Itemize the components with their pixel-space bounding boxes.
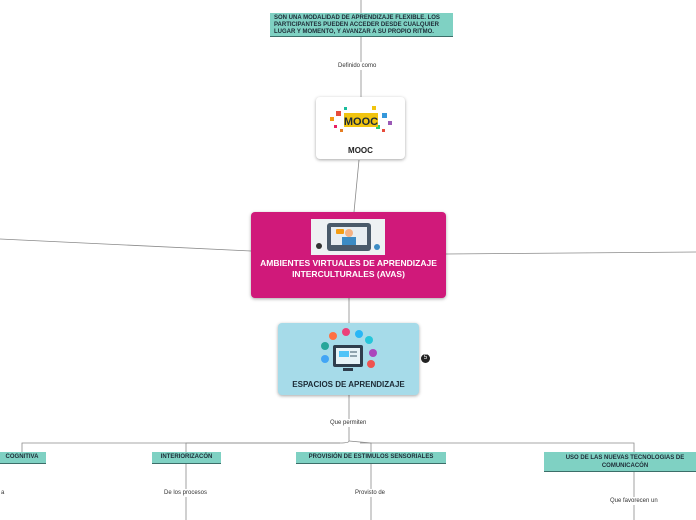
child-link-label: a	[0, 489, 8, 497]
child-link-label: Que favorecen un	[607, 497, 661, 505]
connector-mooc-central	[353, 159, 360, 213]
link-label-permiten: Que permiten	[327, 419, 370, 427]
svg-text:MOOC: MOOC	[344, 116, 378, 128]
definition-text: SON UNA MODALIDAD DE APRENDIZAJE FLEXIBL…	[274, 15, 440, 35]
espacios-title: ESPACIOS DE APRENDIZAJE	[292, 380, 405, 389]
child-link-label: Provisto de	[352, 489, 389, 497]
central-node[interactable]: AMBIENTES VIRTUALES DE APRENDIZAJE INTER…	[251, 212, 446, 298]
child-node-cognitiva[interactable]: COGNITIVA	[0, 452, 46, 464]
connector-left-branch	[0, 238, 252, 252]
computer-network-icon	[321, 328, 377, 371]
connector-child-4	[360, 442, 635, 452]
child-node-estimulos[interactable]: PROVISIÓN DE ESTIMULOS SENSORIALES	[296, 452, 446, 464]
definition-node[interactable]: SON UNA MODALIDAD DE APRENDIZAJE FLEXIBL…	[270, 13, 453, 37]
child-title: COGNITIVA	[5, 454, 39, 460]
child-title: INTERIORIZACÓN	[160, 454, 213, 460]
mooc-node[interactable]: MOOC MOOC	[316, 97, 405, 159]
mooc-title: MOOC	[348, 146, 373, 155]
virtual-classroom-icon	[311, 219, 385, 255]
connector-right-branch	[445, 251, 696, 255]
child-link-label: De los procesos	[161, 489, 211, 497]
child-node-tecnologias[interactable]: USO DE LAS NUEVAS TECNOLOGIAS DE COMUNIC…	[544, 452, 696, 472]
espacios-node[interactable]: ESPACIOS DE APRENDIZAJE	[278, 323, 419, 395]
expand-icon[interactable]: 5	[421, 354, 430, 363]
child-title: PROVISIÓN DE ESTIMULOS SENSORIALES	[308, 454, 434, 460]
connector-child-2	[185, 442, 340, 452]
central-title: AMBIENTES VIRTUALES DE APRENDIZAJE INTER…	[260, 258, 437, 279]
child-title: USO DE LAS NUEVAS TECNOLOGIAS DE COMUNIC…	[565, 455, 685, 469]
mooc-logo-icon: MOOC	[330, 106, 392, 132]
child-node-interiorizacion[interactable]: INTERIORIZACÓN	[152, 452, 221, 464]
link-label-defined: Definido como	[335, 62, 380, 70]
